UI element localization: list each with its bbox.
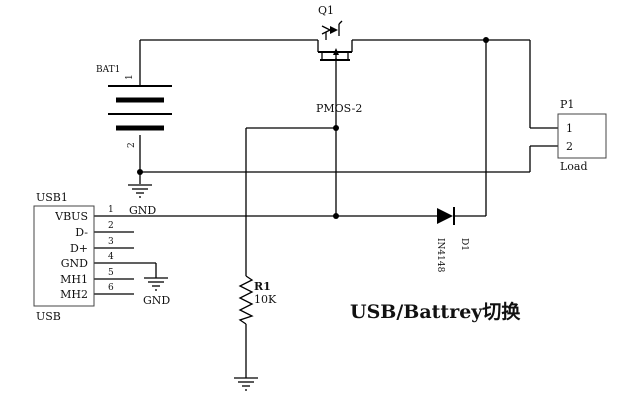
ground-symbol-usb: GND [143, 277, 170, 307]
p1-pin1: 1 [566, 122, 573, 135]
usb1-pin-num: 4 [108, 252, 114, 262]
usb1-footer: USB [36, 310, 61, 323]
ground-symbol-bat: GND [128, 184, 156, 217]
r1-value: 10K [254, 293, 277, 306]
usb1-pin-name: GND [61, 257, 88, 270]
gnd-label-usb: GND [143, 294, 170, 307]
q1-ref: Q1 [318, 4, 334, 17]
p1-connector: P1 1 2 Load [557, 98, 607, 173]
usb1-pin-num: 6 [108, 283, 114, 293]
bat1-pin1: 1 [125, 74, 135, 80]
bat1-ref: BAT1 [96, 65, 120, 75]
usb1-ref: USB1 [36, 191, 68, 204]
r1-ref: R1 [254, 280, 271, 293]
r1-resistor: R1 10K [238, 275, 277, 325]
usb1-pin-num: 1 [108, 205, 114, 215]
usb1-pin-name: VBUS [54, 210, 88, 223]
d1-diode: D1 IN4148 [435, 207, 469, 273]
usb1-pin-name: MH1 [60, 273, 88, 286]
d1-value: IN4148 [435, 238, 445, 273]
ground-symbol-r1 [234, 377, 258, 391]
junctions [137, 37, 489, 219]
gnd-label-bat: GND [129, 204, 156, 217]
usb1-pin-name: D- [75, 226, 88, 239]
p1-value: Load [560, 160, 588, 173]
bat1-battery: BAT1 1 2 [96, 65, 172, 148]
usb1-pin-num: 2 [108, 221, 114, 231]
p1-ref: P1 [560, 98, 574, 111]
p1-pin2: 2 [566, 140, 573, 153]
wires [94, 39, 558, 378]
q1-mosfet: Q1 PMOS-2 [316, 4, 362, 115]
usb1-pin-num: 5 [108, 268, 114, 278]
usb1-connector: USB1 USB VBUS D- D+ GND MH1 MH2 1 2 3 4 … [33, 191, 114, 323]
d1-ref: D1 [459, 238, 469, 251]
usb1-pin-name: D+ [70, 242, 88, 255]
usb1-pin-num: 3 [108, 237, 114, 247]
bat1-pin2: 2 [127, 142, 137, 148]
diagram-title: USB/Battrey切换 [350, 300, 521, 323]
q1-value: PMOS-2 [316, 102, 362, 115]
usb1-pin-name: MH2 [60, 288, 88, 301]
